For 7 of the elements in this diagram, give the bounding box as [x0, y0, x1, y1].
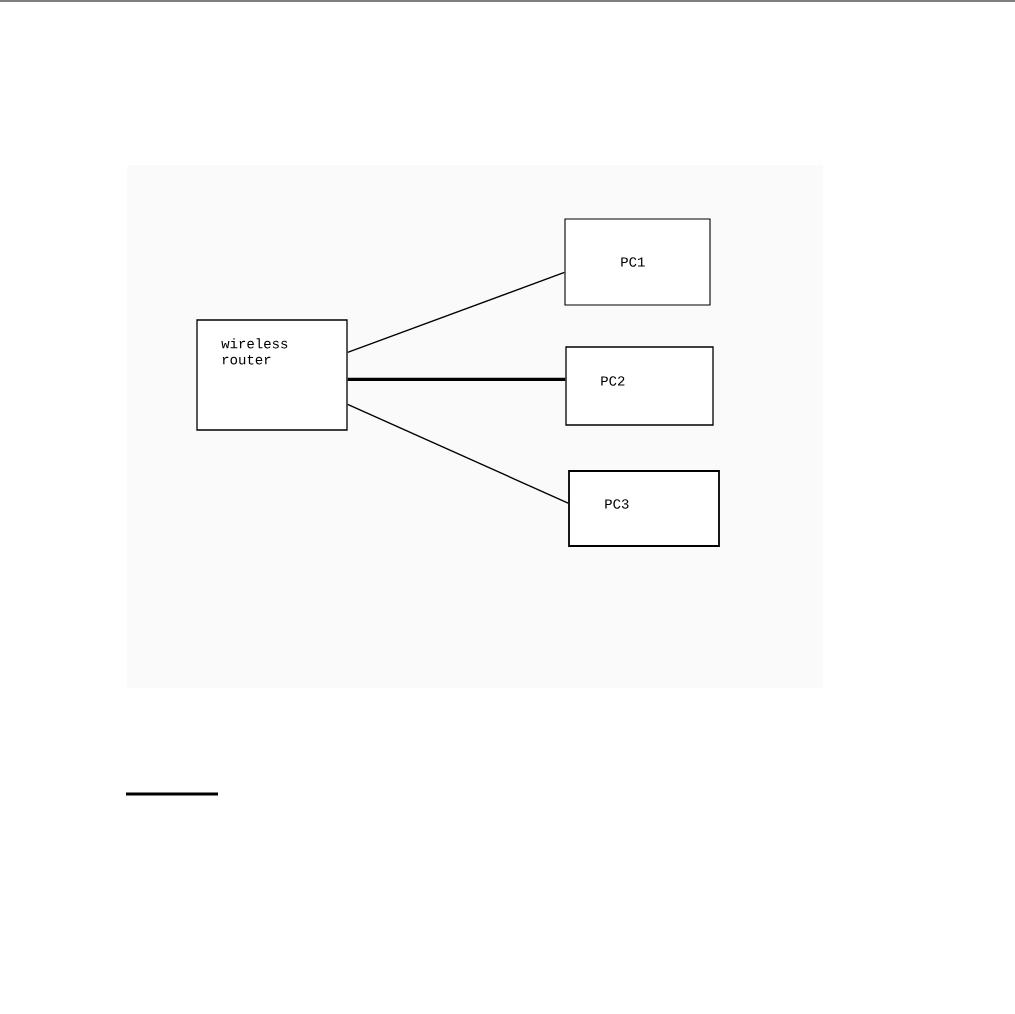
pc-box: PC2 — [565, 346, 714, 426]
connector-line — [346, 271, 566, 354]
pc-box: PC3 — [568, 470, 720, 547]
pc-box: PC1 — [564, 218, 711, 306]
connector-line — [347, 377, 566, 382]
router-box: wireless router — [196, 319, 348, 431]
connector-line — [346, 403, 569, 504]
